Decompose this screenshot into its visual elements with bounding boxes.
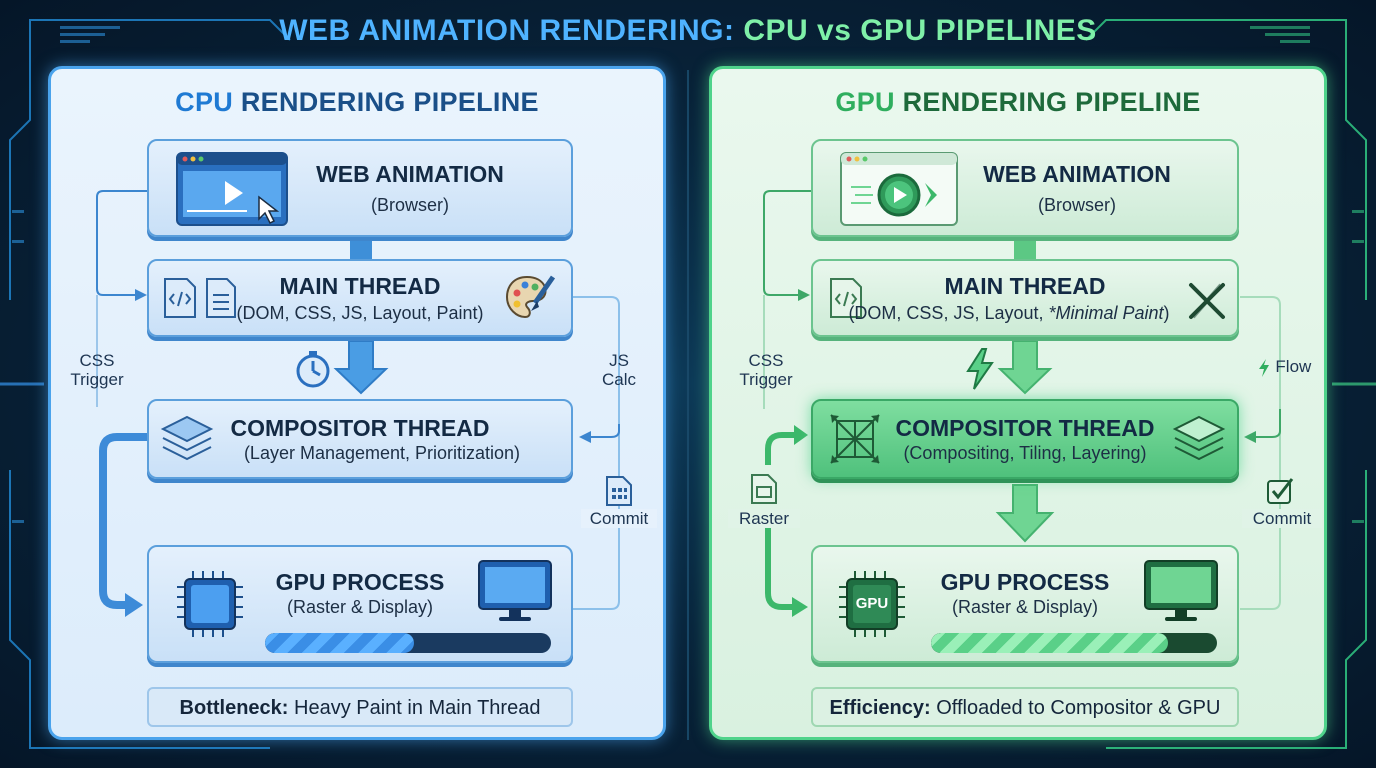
cpu-compositor-title: COMPOSITOR THREAD [230, 415, 490, 441]
paint-crossed-out-icon [1189, 283, 1225, 319]
gpu-efficiency-note: Efficiency: Offloaded to Compositor & GP… [811, 687, 1239, 727]
cpu-title-rest: RENDERING PIPELINE [233, 87, 539, 117]
gpu-gpu-progress-track [931, 633, 1217, 653]
page-title: WEB ANIMATION RENDERING: CPU vs GPU PIPE… [0, 14, 1376, 48]
paint-palette-icon [505, 275, 556, 319]
cpu-js-calc-text: JS Calc [601, 351, 636, 389]
gpu-compositor-sub: (Compositing, Tiling, Layering) [903, 443, 1147, 463]
gpu-main-thread-title: MAIN THREAD [944, 273, 1106, 299]
gpu-title-prefix: GPU [835, 87, 895, 117]
cpu-gpu-process-title: GPU PROCESS [275, 569, 445, 595]
cpu-compositor-sub: (Layer Management, Prioritization) [243, 443, 521, 463]
gpu-chip-icon [839, 571, 905, 637]
cpu-title-prefix: CPU [175, 87, 234, 117]
document-icon [206, 278, 236, 318]
gpu-gpu-process-sub: (Raster & Display) [951, 597, 1099, 617]
cpu-bottleneck-note: Bottleneck: Heavy Paint in Main Thread [147, 687, 573, 727]
browser-play-icon [176, 152, 288, 226]
commit-document-icon [606, 476, 632, 506]
gpu-flow-text: Flow [1275, 357, 1312, 376]
cpu-chip-icon [177, 571, 243, 637]
gpu-main-thread-box: MAIN THREAD (DOM, CSS, JS, Layout, *Mini… [811, 259, 1239, 337]
monitor-icon [478, 560, 552, 621]
gpu-css-trigger-label: CSS Trigger [734, 351, 798, 389]
gpu-raster-label: Raster [728, 509, 800, 528]
layers-icon [1172, 415, 1226, 461]
gpu-chip-label: GPU [855, 595, 889, 612]
gpu-css-trigger-text: CSS Trigger [739, 351, 793, 389]
lightning-icon [966, 348, 994, 390]
gpu-flow-label: Flow [1244, 357, 1324, 378]
checkbox-checked-icon [1267, 478, 1294, 504]
tiling-arrows-icon [830, 414, 880, 464]
gpu-main-thread-sub-plain: (DOM, CSS, JS, Layout, [848, 303, 1049, 323]
cpu-main-thread-box: MAIN THREAD (DOM, CSS, JS, Layout, Paint… [147, 259, 573, 337]
browser-play-icon [840, 152, 958, 226]
monitor-icon [1144, 560, 1218, 621]
page-title-part2: CPU vs GPU PIPELINES [743, 14, 1097, 47]
code-file-icon [830, 278, 862, 318]
code-file-icon [164, 278, 196, 318]
gpu-main-thread-sub-close: ) [1163, 303, 1170, 323]
cpu-main-thread-title: MAIN THREAD [279, 273, 441, 299]
cpu-gpu-process-sub: (Raster & Display) [286, 597, 434, 617]
cpu-pipeline-panel: CPU RENDERING PIPELINE WEB ANIMATION (Br… [48, 66, 666, 740]
cpu-panel-title: CPU RENDERING PIPELINE [51, 87, 663, 118]
cpu-gpu-process-box: GPU PROCESS (Raster & Display) [147, 545, 573, 663]
gpu-note-bold: Efficiency: [829, 697, 931, 719]
gpu-gpu-progress-fill [931, 633, 1169, 653]
gpu-main-thread-sub-italic: *Minimal Paint [1048, 303, 1164, 323]
cpu-js-calc-label: JS Calc [591, 351, 647, 389]
raster-document-icon [751, 474, 777, 504]
gpu-compositor-title: COMPOSITOR THREAD [895, 415, 1155, 441]
gpu-title-rest: RENDERING PIPELINE [894, 87, 1201, 117]
gpu-gpu-process-title: GPU PROCESS [940, 569, 1110, 595]
cpu-note-text: Heavy Paint in Main Thread [288, 697, 541, 719]
gpu-main-thread-sub: (DOM, CSS, JS, Layout, *Minimal Paint) [797, 303, 1221, 324]
gpu-commit-label: Commit [1242, 509, 1322, 528]
cpu-compositor-box: COMPOSITOR THREAD (Layer Management, Pri… [147, 399, 573, 479]
gpu-web-animation-title: WEB ANIMATION [983, 161, 1171, 187]
gpu-compositor-box: COMPOSITOR THREAD (Compositing, Tiling, … [811, 399, 1239, 479]
cpu-css-trigger-label: CSS Trigger [65, 351, 129, 389]
cpu-main-thread-sub: (DOM, CSS, JS, Layout, Paint) [236, 303, 484, 323]
cpu-note-bold: Bottleneck: [179, 697, 289, 719]
cpu-web-animation-box: WEB ANIMATION (Browser) [147, 139, 573, 237]
gpu-pipeline-panel: GPU RENDERING PIPELINE [709, 66, 1327, 740]
cpu-css-trigger-text: CSS Trigger [70, 351, 124, 389]
page-title-part1: WEB ANIMATION RENDERING: [279, 14, 744, 47]
lightning-small-icon [1258, 358, 1269, 377]
gpu-connectors [763, 190, 1281, 617]
layers-icon [160, 415, 214, 461]
cpu-commit-label: Commit [581, 509, 657, 528]
cpu-gpu-progress-track [265, 633, 551, 653]
gpu-web-animation-box: WEB ANIMATION (Browser) [811, 139, 1239, 237]
cpu-web-animation-sub: (Browser) [370, 195, 449, 215]
gpu-panel-title: GPU RENDERING PIPELINE [712, 87, 1324, 118]
stopwatch-icon [296, 351, 330, 388]
gpu-gpu-process-box: GPU GPU PROCESS (Raster & Display) [811, 545, 1239, 663]
gpu-web-animation-sub: (Browser) [1037, 195, 1116, 215]
cpu-gpu-progress-fill [265, 633, 414, 653]
cpu-web-animation-title: WEB ANIMATION [316, 161, 504, 187]
cpu-connectors [96, 190, 620, 617]
gpu-note-text: Offloaded to Compositor & GPU [930, 697, 1221, 719]
